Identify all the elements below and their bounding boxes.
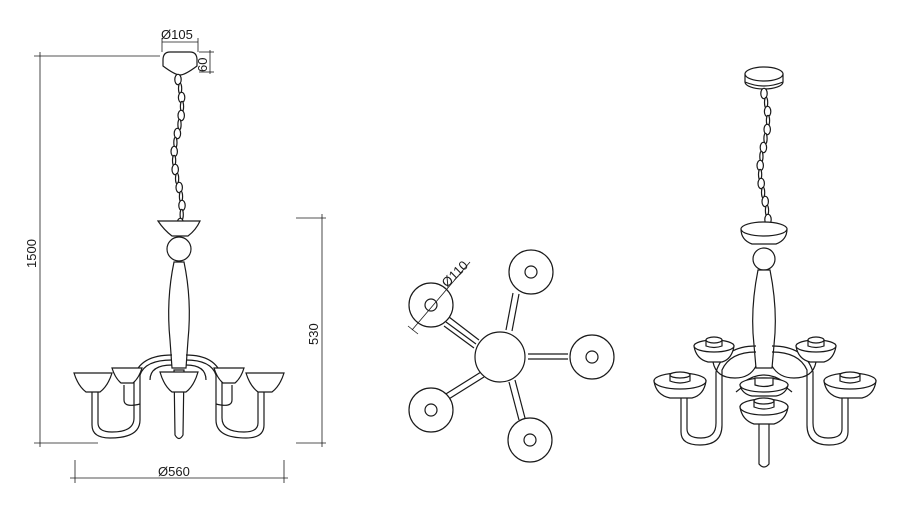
persp-cup-back-right [795, 336, 837, 363]
chain-link [757, 177, 766, 190]
canopy-diameter-dimension: Ø105 [161, 27, 199, 52]
persp-chain [756, 87, 772, 226]
cup-diameter-label: Ø110 [439, 258, 471, 290]
canopy-diameter-label: Ø105 [161, 27, 193, 42]
persp-canopy-top [744, 66, 784, 82]
chain-link [174, 73, 182, 86]
overall-diameter-dimension: Ø560 [70, 460, 288, 483]
center-stem [168, 261, 190, 369]
top-plan-view: Ø110 [407, 249, 615, 463]
plan-arms [440, 292, 568, 421]
chain-link [760, 87, 768, 100]
persp-candle-cups [653, 336, 877, 425]
persp-cup-front [739, 397, 789, 425]
plan-center-hub [474, 331, 526, 383]
persp-cup-left [653, 371, 707, 399]
body-height-dimension: 530 [296, 214, 326, 447]
chain [170, 73, 186, 230]
total-height-label: 1500 [24, 239, 39, 268]
overall-diameter-label: Ø560 [158, 464, 190, 479]
canopy-height-label: 60 [195, 58, 210, 72]
perspective-view [653, 66, 877, 468]
candle-cups [73, 367, 285, 393]
chain-link [171, 163, 180, 176]
body-height-label: 530 [306, 323, 321, 345]
stem-ball [166, 236, 192, 262]
persp-stem [752, 269, 776, 369]
chain-link [173, 127, 182, 140]
top-bobeche [156, 220, 201, 237]
canopy-height-dimension: 60 [195, 50, 214, 74]
chain-link [759, 141, 768, 154]
persp-cup-center-back [739, 377, 789, 397]
canopy [162, 51, 198, 76]
plan-cups [408, 249, 615, 463]
persp-cup-back-left [693, 336, 735, 363]
arms [91, 354, 265, 439]
persp-cup-right [823, 371, 877, 399]
front-elevation-view: Ø105 60 [24, 27, 326, 483]
total-height-dimension: 1500 [24, 52, 160, 447]
persp-ball [752, 247, 776, 271]
persp-top-bobeche-rim [740, 221, 788, 237]
